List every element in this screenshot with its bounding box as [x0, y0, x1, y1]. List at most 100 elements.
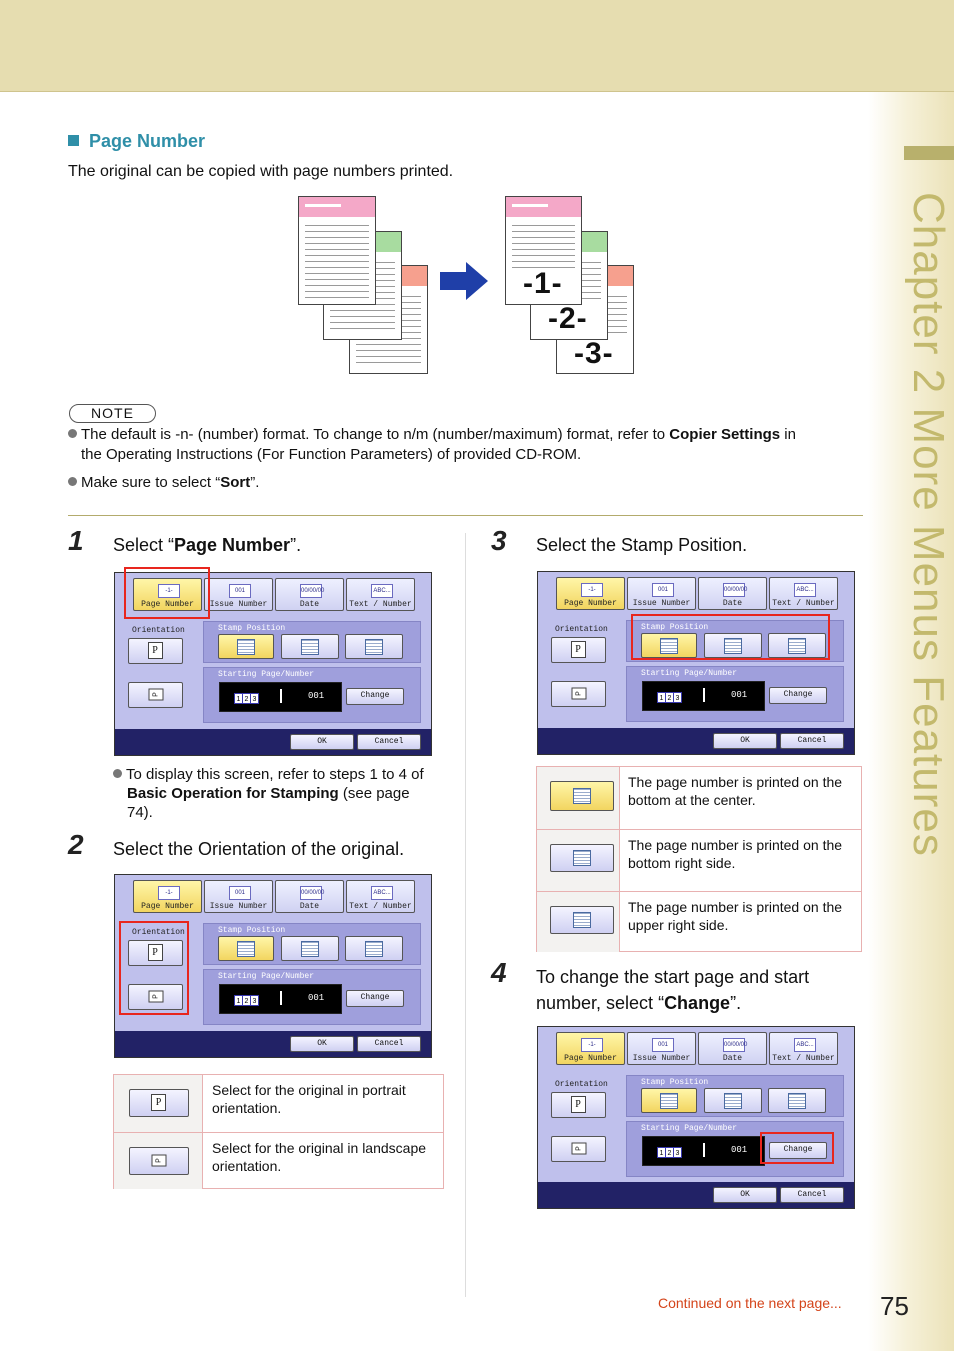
- tab-text-number[interactable]: ABC...Text / Number: [769, 1032, 838, 1065]
- portrait-button[interactable]: P: [128, 638, 183, 664]
- change-button[interactable]: Change: [769, 687, 827, 704]
- landscape-button[interactable]: P: [551, 1136, 606, 1162]
- row-text-line: The page number is printed on the: [628, 837, 843, 853]
- stamp-bottom-center-button[interactable]: [641, 633, 697, 658]
- ok-button[interactable]: OK: [713, 1187, 777, 1203]
- stamp-bottom-right-icon: [573, 850, 591, 866]
- ok-button[interactable]: OK: [713, 733, 777, 749]
- ok-button[interactable]: OK: [290, 734, 354, 750]
- stamp-bottom-right-button[interactable]: [704, 633, 762, 658]
- landscape-button[interactable]: P: [551, 681, 606, 707]
- date-icon: 00/00/00: [300, 584, 324, 598]
- page-number: 75: [880, 1291, 909, 1321]
- tab-label: Issue Number: [209, 600, 268, 609]
- cancel-button[interactable]: Cancel: [780, 733, 844, 749]
- stamp-upper-right-icon: [788, 637, 806, 654]
- tab-label: Date: [299, 902, 320, 911]
- stamp-position-panel: Stamp Position: [203, 923, 421, 965]
- seq-box: 3: [250, 693, 259, 704]
- cancel-button[interactable]: Cancel: [357, 1036, 421, 1052]
- tab-page-number[interactable]: -1-Page Number: [556, 577, 625, 610]
- stamp-upper-right-icon: [365, 638, 383, 655]
- ok-button[interactable]: OK: [290, 1036, 354, 1052]
- icon-cell: [537, 892, 620, 952]
- page-number-icon: -1-: [158, 886, 180, 900]
- stamp-bottom-right-button: [550, 844, 614, 872]
- seq-box: 3: [250, 995, 259, 1006]
- stamp-bottom-right-button[interactable]: [281, 634, 339, 659]
- numbered-page-1: [505, 196, 582, 305]
- step-1-text: Select “Page Number”.: [113, 532, 301, 558]
- seq-box: 3: [673, 692, 682, 703]
- ok-label: OK: [317, 737, 327, 746]
- chapter-tab-marker: [904, 146, 954, 160]
- stamp-bottom-center-icon: [237, 638, 255, 655]
- stamp-bottom-center-button: [550, 781, 614, 811]
- portrait-button[interactable]: P: [551, 1092, 606, 1118]
- cancel-button[interactable]: Cancel: [357, 734, 421, 750]
- side-band: [868, 92, 954, 1351]
- cancel-button[interactable]: Cancel: [780, 1187, 844, 1203]
- stamp-bottom-center-button[interactable]: [218, 634, 274, 659]
- tab-page-number[interactable]: -1-Page Number: [133, 578, 202, 611]
- stamp-upper-right-button[interactable]: [768, 633, 826, 658]
- starting-page-label: Starting Page/Number: [218, 670, 315, 679]
- change-button[interactable]: Change: [769, 1142, 827, 1159]
- portrait-icon: P: [570, 641, 586, 658]
- stamp-bottom-right-icon: [301, 638, 319, 655]
- issue-number-icon: 001: [229, 886, 251, 900]
- tab-text-number[interactable]: ABC...Text / Number: [346, 880, 415, 913]
- stamp-upper-right-button[interactable]: [768, 1088, 826, 1113]
- landscape-button[interactable]: P: [128, 682, 183, 708]
- stamp-upper-right-button: [550, 906, 614, 934]
- continued-note: Continued on the next page...: [658, 1295, 842, 1311]
- tab-page-number[interactable]: -1-Page Number: [133, 880, 202, 913]
- orientation-label: Orientation: [555, 1080, 608, 1089]
- stamp-bottom-right-button[interactable]: [704, 1088, 762, 1113]
- change-button[interactable]: Change: [346, 688, 404, 705]
- original-page-1: [298, 196, 376, 305]
- screen-bottom-bar: OK Cancel: [115, 1031, 431, 1057]
- step-text: To change the start page and start: [536, 967, 810, 987]
- portrait-button[interactable]: P: [128, 940, 183, 966]
- stamp-position-label: Stamp Position: [641, 623, 709, 632]
- stamp-bottom-center-button[interactable]: [641, 1088, 697, 1113]
- tab-page-number[interactable]: -1-Page Number: [556, 1032, 625, 1065]
- text-number-icon: ABC...: [371, 584, 393, 598]
- change-button[interactable]: Change: [346, 990, 404, 1007]
- landscape-button[interactable]: P: [128, 984, 183, 1010]
- bullet-dot-icon: [68, 429, 77, 438]
- stamp-bottom-right-button[interactable]: [281, 936, 339, 961]
- stamp-bottom-center-icon: [573, 788, 591, 804]
- stamp-upper-right-button[interactable]: [345, 634, 403, 659]
- tab-label: Text / Number: [772, 1054, 835, 1063]
- step-text: number, select “: [536, 993, 665, 1013]
- page-number-label-3: -3-: [574, 337, 614, 370]
- step-4-text: To change the start page and start number…: [536, 964, 809, 1016]
- stamp-position-panel: Stamp Position: [626, 1075, 844, 1117]
- stamp-upper-right-button[interactable]: [345, 936, 403, 961]
- note-bold-sort: Sort: [220, 474, 251, 491]
- portrait-button[interactable]: P: [551, 637, 606, 663]
- tab-text-number[interactable]: ABC...Text / Number: [769, 577, 838, 610]
- note-text: in: [780, 426, 796, 443]
- tab-text-number[interactable]: ABC...Text / Number: [346, 578, 415, 611]
- row-text-line: orientation.: [212, 1158, 282, 1174]
- stamp-bottom-center-button[interactable]: [218, 936, 274, 961]
- orientation-label: Orientation: [132, 626, 185, 635]
